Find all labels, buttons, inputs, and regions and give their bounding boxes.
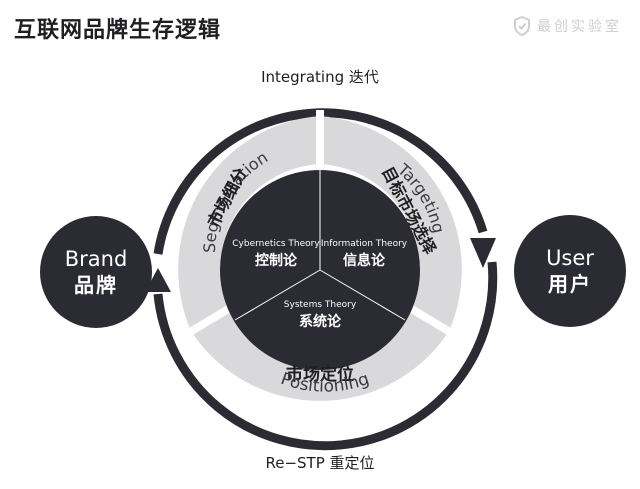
brand-cn-label: 品牌 <box>74 273 118 297</box>
separator-left <box>182 304 233 339</box>
information-en-label: Information Theory <box>321 239 408 249</box>
brand-en-label: Brand <box>64 247 128 271</box>
shield-icon <box>514 16 530 36</box>
top-caption: Integrating 迭代 <box>261 68 379 86</box>
information-cn-label: 信息论 <box>343 252 386 269</box>
user-en-label: User <box>546 246 594 270</box>
brand-node: Brand 品牌 <box>40 216 152 328</box>
page-title: 互联网品牌生存逻辑 <box>14 18 222 43</box>
top-arrow-arc <box>153 108 488 255</box>
bottom-caption: Re−STP 重定位 <box>265 454 375 472</box>
inner-divider-left <box>234 269 321 321</box>
bottom-arrow-arc <box>153 261 498 451</box>
cybernetics-en-label: Cybernetics Theory <box>232 239 320 249</box>
segment-segmentation <box>178 116 320 331</box>
systems-cn-label: 系统论 <box>299 313 342 330</box>
cybernetics-cn-label: 控制论 <box>255 252 298 269</box>
user-node: User 用户 <box>514 215 626 327</box>
segment-targeting <box>320 116 462 331</box>
watermark-text: 最创实验室 <box>537 19 622 35</box>
bottom-arrowhead <box>145 268 171 292</box>
inner-divider-right <box>319 269 406 321</box>
positioning-cn-label: 市场定位 <box>286 364 354 385</box>
systems-en-label: Systems Theory <box>284 300 357 310</box>
segment-positioning <box>191 310 449 401</box>
top-arrowhead <box>470 238 496 268</box>
separator-right <box>407 304 458 339</box>
user-cn-label: 用户 <box>548 272 592 296</box>
watermark: 最创实验室 <box>513 16 622 36</box>
